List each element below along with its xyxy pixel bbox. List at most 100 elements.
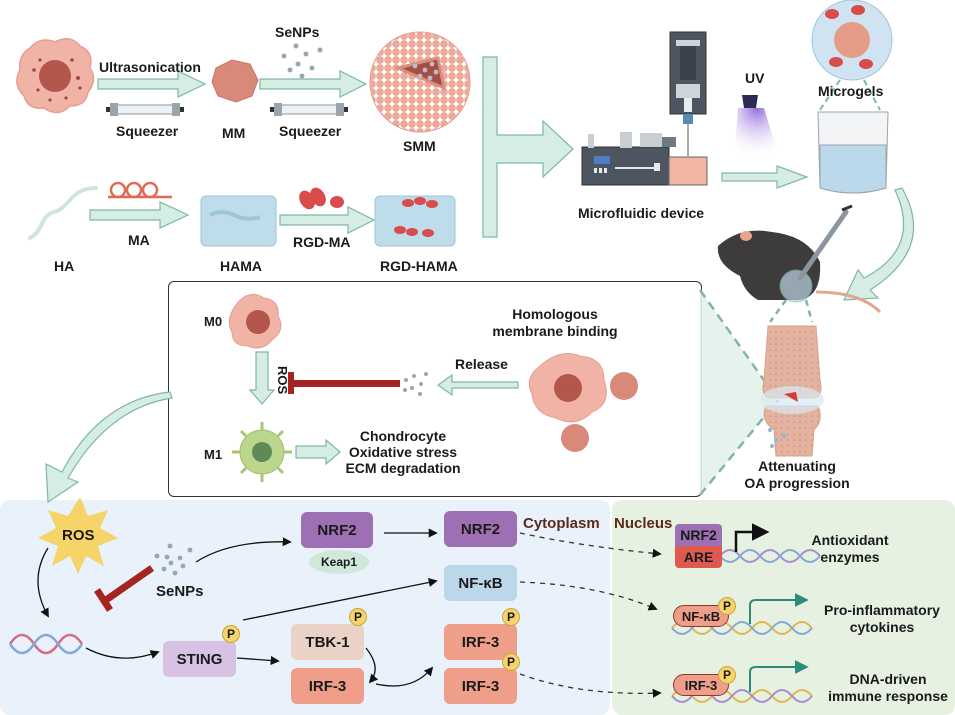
ros-inhibition-bar xyxy=(288,372,400,394)
arrow-to-microgels xyxy=(721,165,809,189)
node-irf3-inactive: IRF-3 xyxy=(291,668,364,704)
label-release: Release xyxy=(455,356,508,372)
damaged-dna-icon xyxy=(8,633,84,655)
outcome-chondrocyte: Chondrocyte xyxy=(359,428,447,444)
ha-chain-icon xyxy=(28,186,98,240)
squeezer-icon-1 xyxy=(106,103,184,116)
label-m0: M0 xyxy=(204,314,223,329)
node-tbk1: TBK-1 xyxy=(291,624,364,660)
merge-arrow xyxy=(482,56,574,238)
arrow-to-pathway xyxy=(45,391,173,504)
arrow-injection-curve xyxy=(843,187,915,301)
homologous-line-1: Homologous xyxy=(512,306,598,322)
proinflammatory-text: Pro-inflammatory cytokines xyxy=(812,602,952,636)
beaker-icon xyxy=(817,111,889,194)
label-cytoplasm: Cytoplasm xyxy=(523,515,600,532)
edge-ros-dna xyxy=(37,547,49,618)
m1-macrophage-icon xyxy=(232,422,292,482)
microgels-zoom-icon xyxy=(811,0,893,111)
label-squeezer-2: Squeezer xyxy=(279,123,342,139)
label-nucleus: Nucleus xyxy=(614,515,673,532)
label-microfluidic-device: Microfluidic device xyxy=(578,205,705,221)
edge-dna-sting xyxy=(85,647,160,659)
senps-particles-icon xyxy=(281,43,323,79)
label-rgd-hama: RGD-HAMA xyxy=(380,258,458,274)
senps-pathway-icon xyxy=(154,543,193,576)
mouse-icon xyxy=(717,230,882,314)
label-ros-star: ROS xyxy=(62,527,95,544)
uv-lamp-icon xyxy=(734,95,780,160)
senps-inhibition-bar xyxy=(94,565,154,612)
microfluidic-device-icon xyxy=(581,31,708,186)
phospho-badge-irf3-1: P xyxy=(502,608,520,626)
homologous-text: Homologous membrane binding xyxy=(480,306,630,340)
proinflammatory-line-2: cytokines xyxy=(849,619,915,635)
label-ultrasonication: Ultrasonication xyxy=(99,59,201,75)
node-nrf2-keap1: NRF2 xyxy=(301,512,373,548)
nuc-node-nfkb: NF-κB xyxy=(673,605,729,627)
smm-sphere-icon xyxy=(369,31,471,133)
node-nfkb: NF-κB xyxy=(444,565,517,601)
nuc-node-are: ARE xyxy=(675,546,722,568)
arrow-rgd-ma xyxy=(279,206,376,234)
joint-caption: Attenuating OA progression xyxy=(742,458,852,492)
m1-outcome-text: Chondrocyte Oxidative stress ECM degrada… xyxy=(333,428,473,476)
arrow-senps-loading xyxy=(259,70,368,98)
macrophage-cell-icon xyxy=(16,38,95,114)
smm-binding-icon xyxy=(528,353,638,452)
ros-star-icon xyxy=(38,497,118,574)
label-mm: MM xyxy=(222,125,246,141)
label-uv: UV xyxy=(745,70,765,86)
hama-gel-icon xyxy=(200,195,277,247)
antioxidant-line-2: enzymes xyxy=(820,549,880,565)
arrow-release xyxy=(436,373,519,397)
homologous-line-2: membrane binding xyxy=(492,323,618,339)
rgd-hama-gel-icon xyxy=(374,195,456,247)
antioxidant-line-1: Antioxidant xyxy=(811,532,889,548)
label-ma: MA xyxy=(128,232,150,248)
label-smm: SMM xyxy=(403,138,436,154)
dna-are xyxy=(719,549,821,563)
syringe-icon xyxy=(797,204,853,281)
nuc-node-nrf2: NRF2 xyxy=(675,524,722,546)
arrow-m1-outcome xyxy=(295,438,341,466)
ma-coil-icon xyxy=(108,181,172,199)
arrow-ma xyxy=(89,201,190,229)
edge-nfkb-nucleus xyxy=(519,581,658,611)
nuc-node-irf3: IRF-3 xyxy=(673,674,729,696)
phospho-badge-sting: P xyxy=(222,625,240,643)
edge-senps-nrf2 xyxy=(195,537,292,563)
zoom-cone-box xyxy=(700,290,778,495)
released-senps-icon xyxy=(403,372,428,396)
phospho-badge-nuc-irf3: P xyxy=(718,666,736,684)
node-sting: STING xyxy=(163,641,236,677)
rgd-ma-icon xyxy=(299,187,344,210)
edge-irf3-irf3 xyxy=(375,666,434,687)
mm-vesicle-icon xyxy=(211,59,259,103)
edge-tbk1-irf3 xyxy=(365,647,379,684)
node-nrf2-free: NRF2 xyxy=(444,511,517,547)
dna-driven-line-2: immune response xyxy=(828,688,948,704)
dna-driven-text: DNA-driven immune response xyxy=(818,671,955,705)
node-irf3-p2: IRF-3 xyxy=(444,668,517,704)
squeezer-icon-2 xyxy=(270,103,348,116)
edge-nrf2-nucleus xyxy=(519,532,662,558)
proinflammatory-line-1: Pro-inflammatory xyxy=(824,602,940,618)
arrow-ultrasonication xyxy=(97,70,207,98)
antioxidant-text: Antioxidant enzymes xyxy=(790,532,910,566)
nucleus-panel xyxy=(612,500,955,715)
transcription-arrow-dna-driven xyxy=(749,660,809,692)
joint-caption-line-2: OA progression xyxy=(744,475,850,491)
edge-sting-tbk1 xyxy=(236,655,280,666)
label-hama: HAMA xyxy=(220,258,262,274)
edge-sting-nfkb xyxy=(242,577,438,621)
phospho-badge-irf3-2: P xyxy=(502,653,520,671)
knee-joint-icon xyxy=(760,325,824,457)
label-squeezer-1: Squeezer xyxy=(116,123,179,139)
transcription-arrow-proinflammatory xyxy=(749,593,809,624)
outcome-ecm-degradation: ECM degradation xyxy=(345,460,461,476)
label-rgd-ma: RGD-MA xyxy=(293,234,351,250)
label-senps-top: SeNPs xyxy=(275,24,320,40)
label-senps-pathway: SeNPs xyxy=(156,583,204,600)
